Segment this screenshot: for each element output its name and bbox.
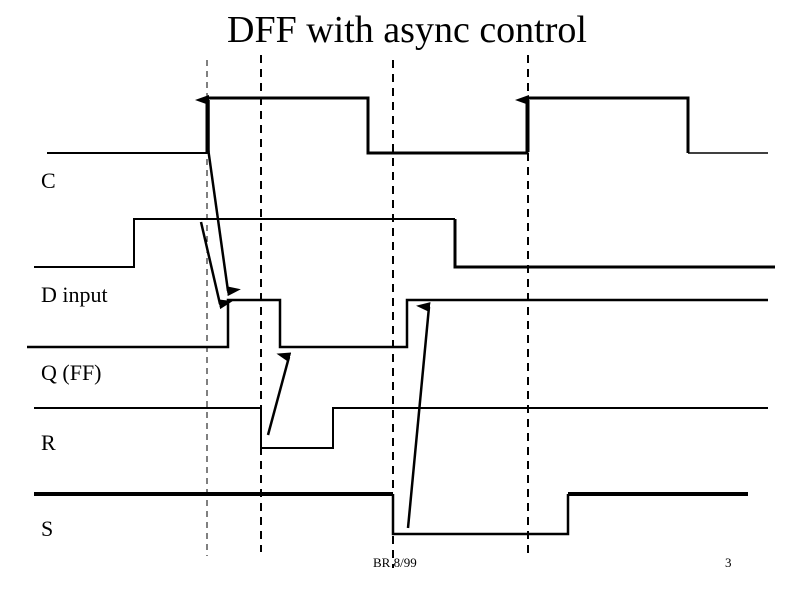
label-d-input: D input xyxy=(41,282,108,307)
arrow-r-to-q xyxy=(266,352,292,436)
footer-page-number: 3 xyxy=(725,555,732,570)
waveform-d-input xyxy=(34,218,455,268)
label-c: C xyxy=(41,168,56,193)
waveform-c-pulse xyxy=(205,96,690,155)
waveform-d-input-fall xyxy=(453,219,775,269)
arrow-s-to-q xyxy=(406,302,431,529)
slide-title: DFF with async control xyxy=(227,9,587,51)
label-q-ff: Q (FF) xyxy=(41,360,102,385)
arrow-clock-to-q xyxy=(206,147,241,297)
waveform-r xyxy=(34,407,768,449)
waveform-s xyxy=(391,494,570,536)
label-s: S xyxy=(41,516,54,541)
arrow-d-to-q xyxy=(199,221,233,310)
footer-author-date: BR 8/99 xyxy=(373,555,417,570)
label-r: R xyxy=(41,430,56,455)
waveform-q-ff xyxy=(27,298,768,349)
